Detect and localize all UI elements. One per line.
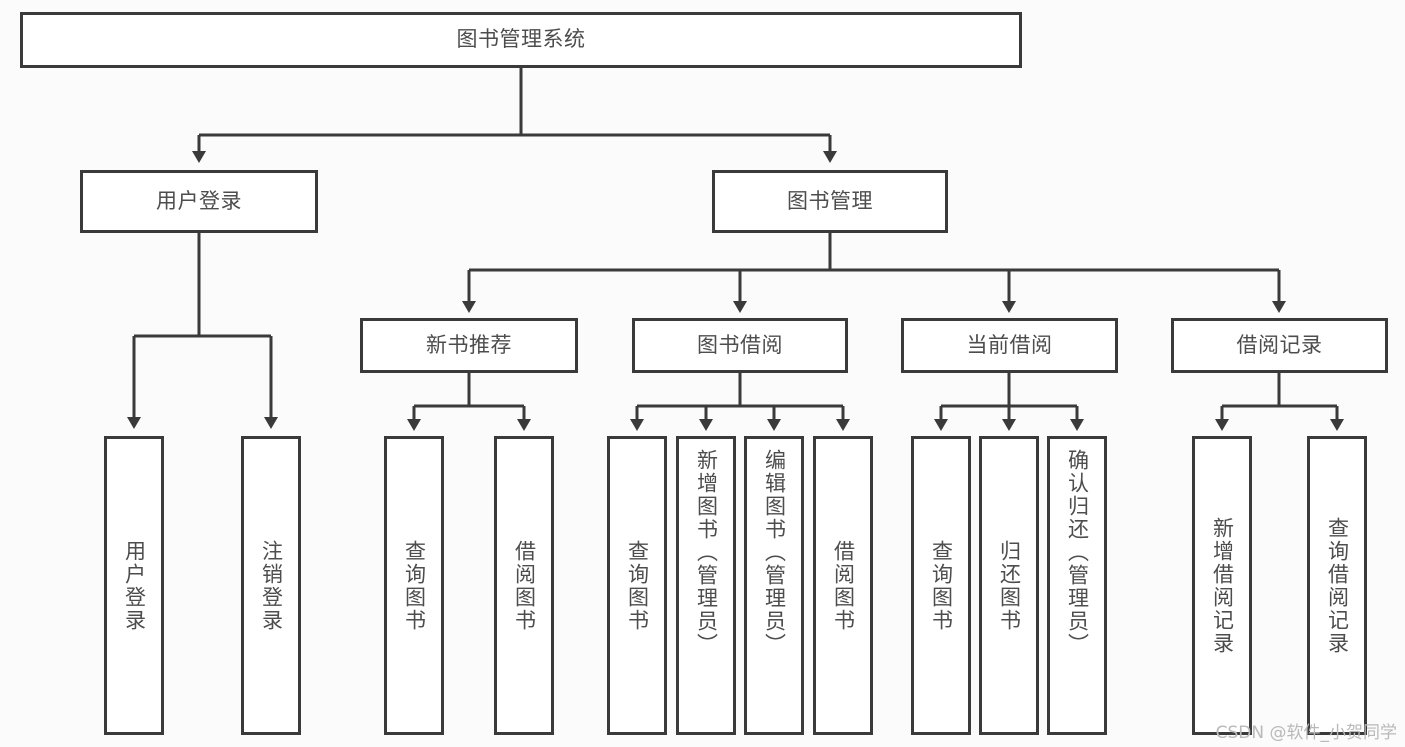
leaf-current-query[interactable]: 查询图书 xyxy=(911,436,971,735)
node-book-management[interactable]: 图书管理 xyxy=(712,170,948,233)
node-current-borrow-label: 当前借阅 xyxy=(966,332,1053,357)
leaf-borrow-add-book-label: 新增图书（管理员） xyxy=(694,449,719,656)
node-new-book-recommend-label: 新书推荐 xyxy=(426,332,512,357)
node-book-borrow[interactable]: 图书借阅 xyxy=(632,318,848,373)
leaf-user-login-signin[interactable]: 用户登录 xyxy=(104,436,164,735)
node-new-book-recommend[interactable]: 新书推荐 xyxy=(360,318,578,373)
node-book-borrow-label: 图书借阅 xyxy=(697,332,783,357)
leaf-borrow-edit-book[interactable]: 编辑图书（管理员） xyxy=(744,436,804,735)
leaf-current-query-label: 查询图书 xyxy=(929,539,954,632)
leaf-borrow-query[interactable]: 查询图书 xyxy=(607,436,667,735)
leaf-newbook-borrow[interactable]: 借阅图书 xyxy=(494,436,554,735)
leaf-newbook-borrow-label: 借阅图书 xyxy=(512,539,537,632)
node-user-login-label: 用户登录 xyxy=(156,188,242,213)
leaf-user-login-signout[interactable]: 注销登录 xyxy=(241,436,301,735)
leaf-borrow-edit-book-label: 编辑图书（管理员） xyxy=(762,449,787,656)
leaf-borrow-add-book[interactable]: 新增图书（管理员） xyxy=(676,436,736,735)
leaf-user-login-signout-label: 注销登录 xyxy=(259,539,284,632)
leaf-newbook-query[interactable]: 查询图书 xyxy=(384,436,444,735)
watermark-text: CSDN @软件_小贺同学 xyxy=(1215,723,1397,743)
leaf-borrow-borrow-book-label: 借阅图书 xyxy=(831,539,856,632)
leaf-borrow-borrow-book[interactable]: 借阅图书 xyxy=(813,436,873,735)
node-borrow-record[interactable]: 借阅记录 xyxy=(1171,318,1388,373)
leaf-record-add-label: 新增借阅记录 xyxy=(1210,516,1235,655)
leaf-record-query[interactable]: 查询借阅记录 xyxy=(1307,436,1367,735)
leaf-current-confirm-return[interactable]: 确认归还（管理员） xyxy=(1047,436,1107,735)
leaf-borrow-query-label: 查询图书 xyxy=(625,539,650,632)
leaf-record-add[interactable]: 新增借阅记录 xyxy=(1192,436,1252,735)
leaf-record-query-label: 查询借阅记录 xyxy=(1325,516,1350,655)
node-root-label: 图书管理系统 xyxy=(456,27,586,52)
node-book-management-label: 图书管理 xyxy=(787,188,873,213)
node-user-login[interactable]: 用户登录 xyxy=(80,170,318,233)
leaf-current-return[interactable]: 归还图书 xyxy=(979,436,1039,735)
node-borrow-record-label: 借阅记录 xyxy=(1236,332,1323,357)
leaf-current-confirm-return-label: 确认归还（管理员） xyxy=(1065,449,1090,656)
leaf-current-return-label: 归还图书 xyxy=(997,539,1022,632)
leaf-user-login-signin-label: 用户登录 xyxy=(122,539,147,632)
leaf-newbook-query-label: 查询图书 xyxy=(402,539,427,632)
node-root[interactable]: 图书管理系统 xyxy=(20,12,1022,68)
node-current-borrow[interactable]: 当前借阅 xyxy=(901,318,1118,373)
